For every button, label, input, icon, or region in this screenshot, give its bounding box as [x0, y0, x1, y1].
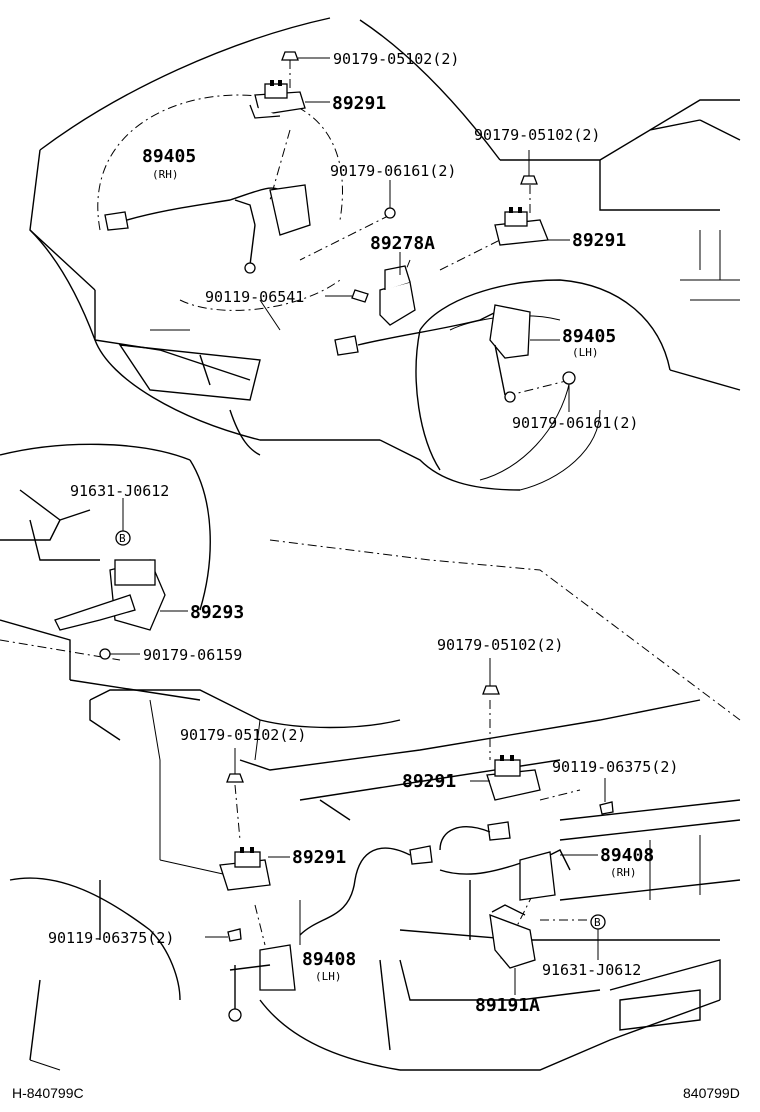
- label-screw-1: 90119-06541: [205, 288, 304, 306]
- bolt-90179-05102-rear-2: [226, 773, 244, 783]
- height-sensor-89291-rear-2: [219, 847, 271, 891]
- ecu-89278A: [379, 265, 416, 326]
- rear-vehicle-outline: [0, 443, 741, 1071]
- label-ecu-top: 89278A: [370, 233, 435, 254]
- nut-90179-06161-2: [562, 371, 576, 385]
- link-89405-lh: [334, 304, 531, 403]
- label-rh-link-front-side: (RH): [152, 168, 179, 181]
- footer-left-code: H-840799C: [12, 1085, 84, 1101]
- bolt-90179-05102-top-1: [281, 51, 299, 61]
- screw-90119-06375-2: [227, 928, 242, 942]
- label-rh-link-rear-side: (RH): [610, 866, 637, 879]
- height-sensor-89291-top-1: [249, 80, 306, 119]
- screw-90119-06375-1: [599, 801, 614, 815]
- label-ecu-rear: 89191A: [475, 995, 540, 1016]
- label-top-bolt-2: 90179-05102(2): [474, 126, 600, 144]
- leader-dash-lines-bottom: [0, 539, 741, 961]
- label-top-sensor-2: 89291: [572, 230, 626, 251]
- label-rh-link-rear: 89408: [600, 845, 654, 866]
- label-rear-bolt-2: 90179-05102(2): [180, 726, 306, 744]
- bolt-90179-05102-top-2: [520, 175, 538, 185]
- label-top-bolt-1: 90179-05102(2): [333, 50, 459, 68]
- label-rear-bolt-1: 90179-05102(2): [437, 636, 563, 654]
- link-89408-lh: [228, 845, 433, 1022]
- leader-lines: [110, 57, 606, 995]
- screw-90119-06541: [351, 289, 369, 303]
- ecu-89293: [54, 559, 166, 631]
- label-lh-link-rear-side: (LH): [315, 970, 342, 983]
- nut-90179-06159: [99, 648, 111, 660]
- footer-right-code: 840799D: [683, 1085, 740, 1101]
- label-clip-2-mark: B: [594, 916, 601, 929]
- label-lh-link-front-side: (LH): [572, 346, 599, 359]
- label-rear-sensor-2: 89291: [292, 847, 346, 868]
- ecu-89191A: [489, 904, 536, 969]
- link-89405-rh: [104, 184, 311, 274]
- nut-90179-06161-1: [384, 207, 396, 219]
- label-clip-1-mark: B: [119, 532, 126, 545]
- label-nut-2: 90179-06161(2): [512, 414, 638, 432]
- label-clip-2: 91631-J0612: [542, 961, 641, 979]
- label-ecu-mid: 89293: [190, 602, 244, 623]
- label-rear-sensor-1: 89291: [402, 771, 456, 792]
- label-nut-1: 90179-06161(2): [330, 162, 456, 180]
- height-sensor-89291-top-2: [494, 207, 549, 246]
- label-rh-link-front: 89405: [142, 146, 196, 167]
- label-clip-1: 91631-J0612: [70, 482, 169, 500]
- label-top-sensor-1: 89291: [332, 93, 386, 114]
- label-rear-screw-2: 90119-06375(2): [48, 929, 174, 947]
- label-lh-link-front: 89405: [562, 326, 616, 347]
- label-nut-3: 90179-06159: [143, 646, 242, 664]
- bolt-90179-05102-rear-1: [482, 685, 500, 695]
- label-lh-link-rear: 89408: [302, 949, 356, 970]
- link-89408-rh: [439, 821, 571, 901]
- height-sensor-89291-rear-1: [486, 755, 541, 801]
- label-rear-screw-1: 90119-06375(2): [552, 758, 678, 776]
